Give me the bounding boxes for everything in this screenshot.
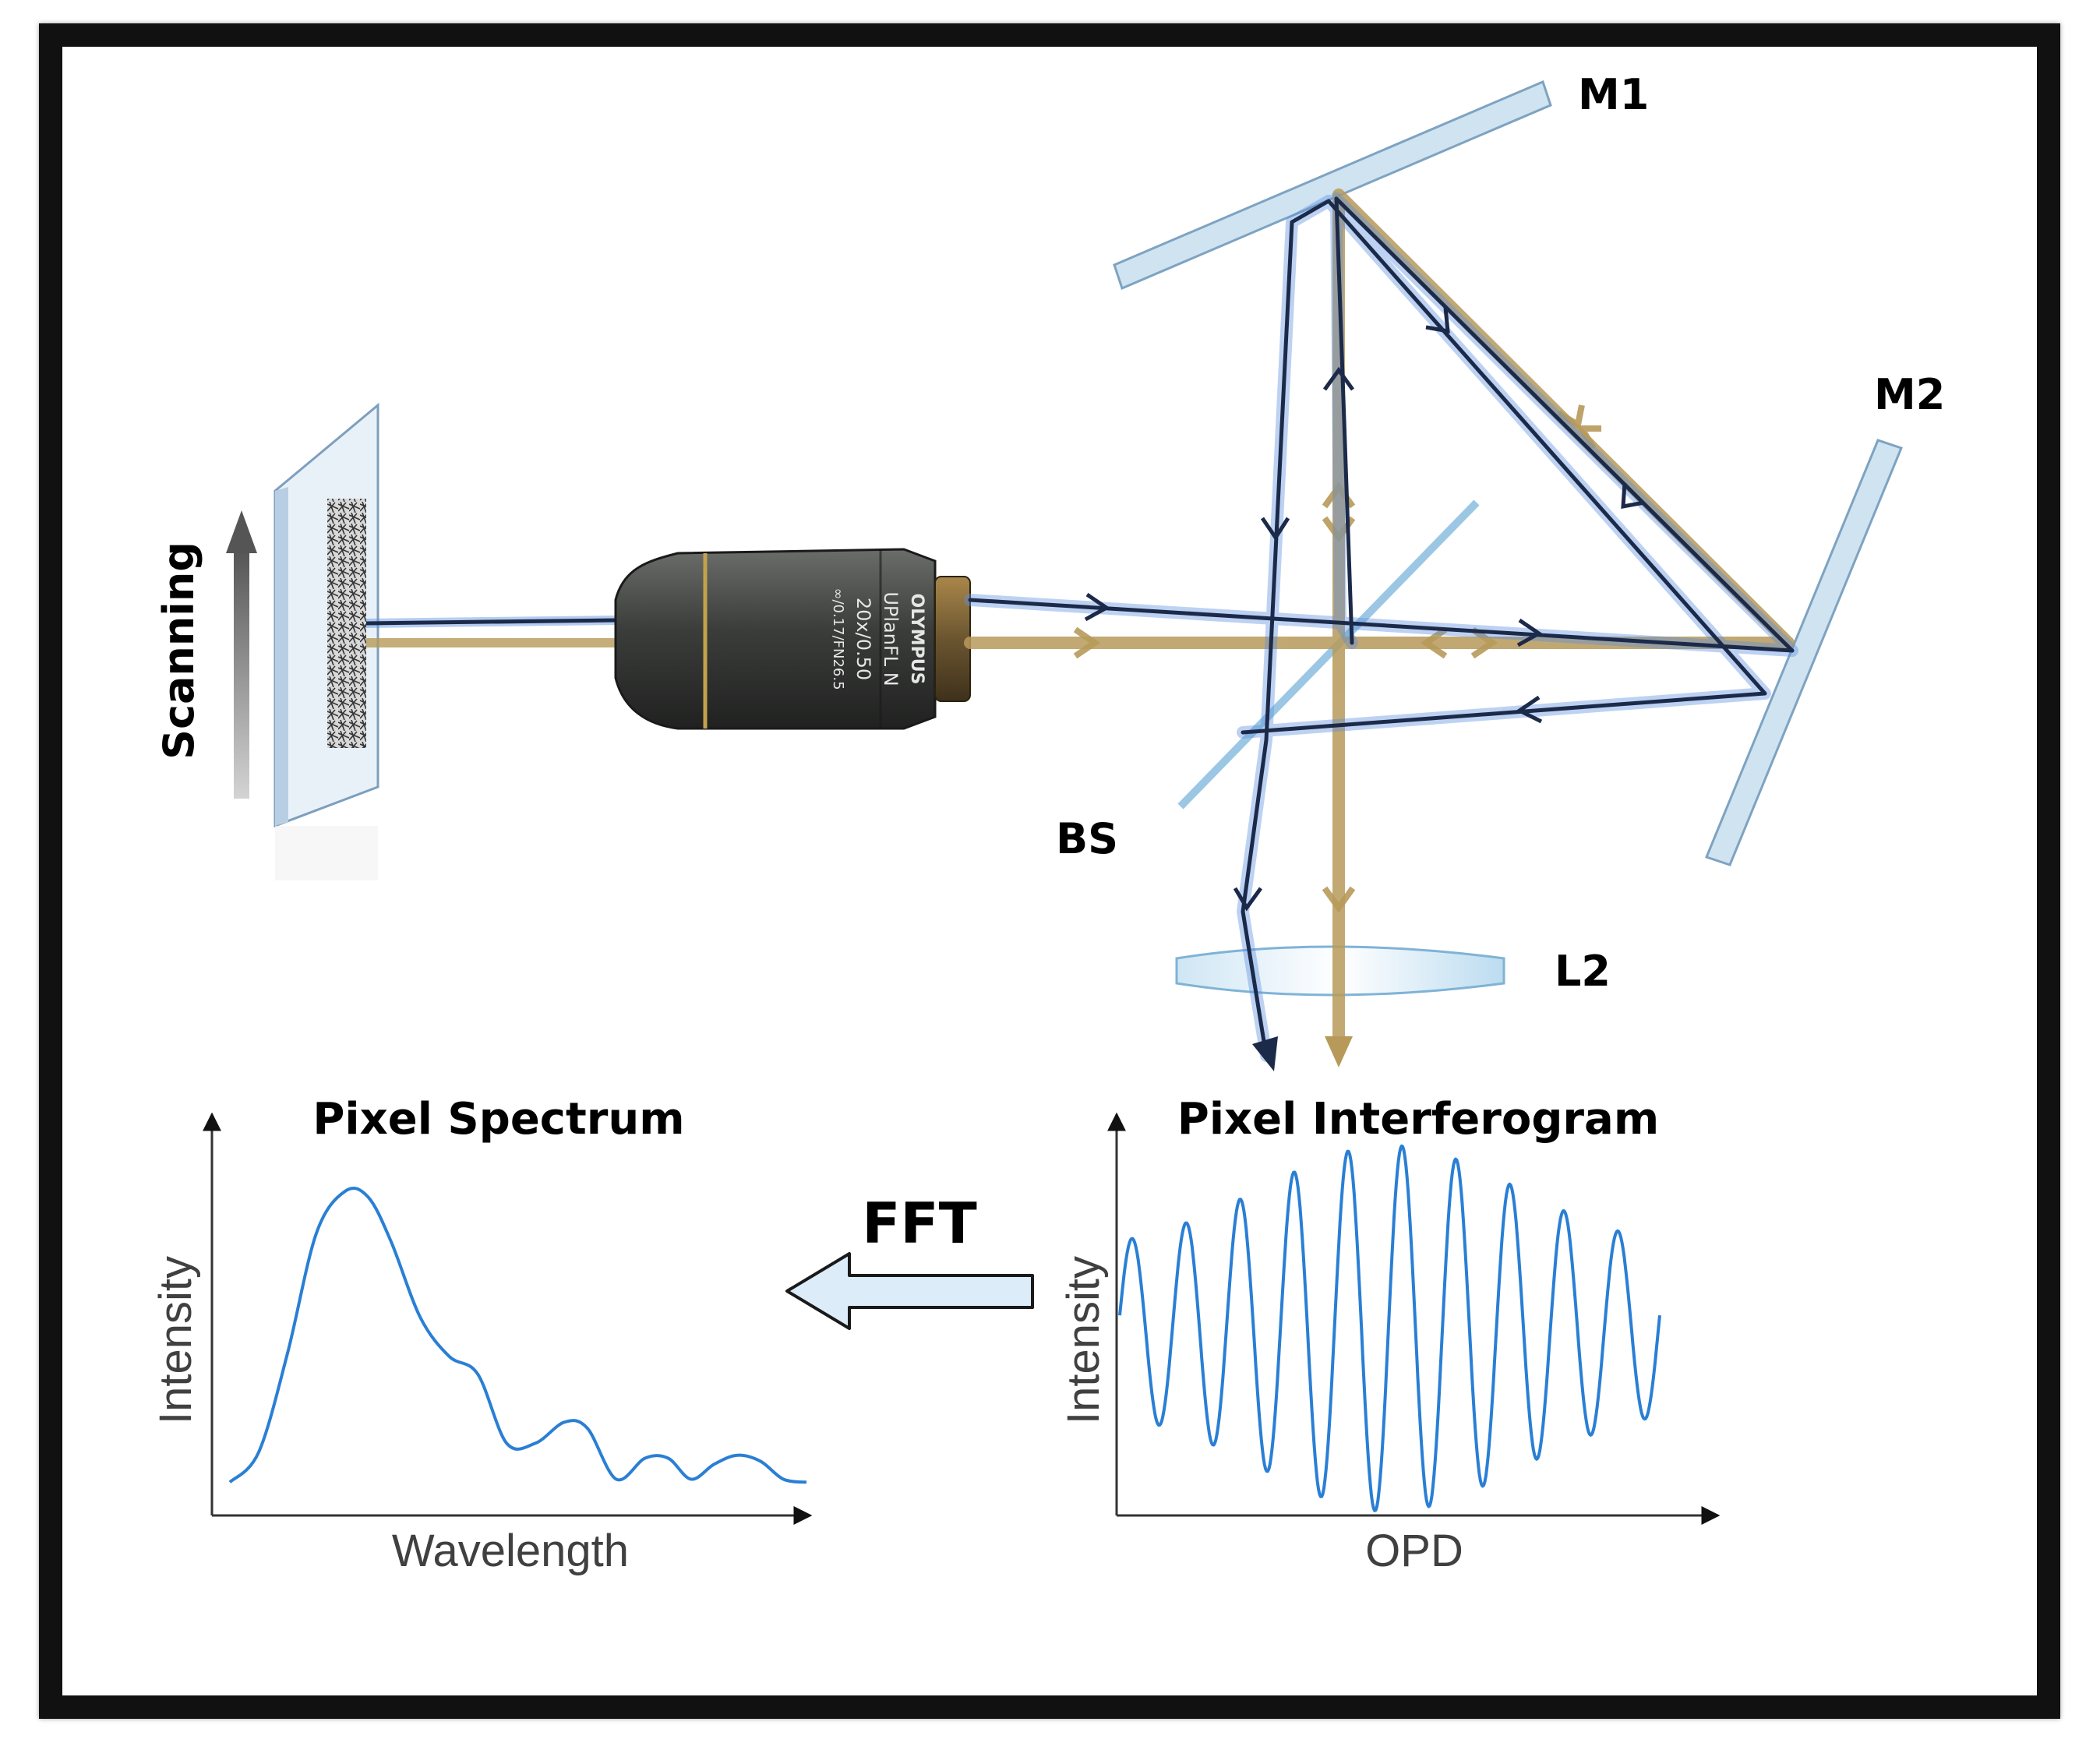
- objective-model: UPlanFL N: [880, 591, 902, 686]
- interferogram-curve: [1118, 1144, 1661, 1512]
- beamsplitter: [1177, 499, 1480, 810]
- fft-label: FFT: [862, 1191, 976, 1256]
- tissue-sample: [327, 499, 366, 748]
- blue-beam-arrows: [1084, 307, 1645, 912]
- interferogram-chart: Pixel Interferogram OPD Intensity: [1058, 1094, 1721, 1576]
- interferogram-x-label: OPD: [1365, 1526, 1463, 1576]
- interferogram-title: Pixel Interferogram: [1177, 1094, 1659, 1145]
- objective-spec: ∞/0.17/FN26.5: [830, 587, 846, 690]
- microscope-objective: OLYMPUS UPlanFL N 20x/0.50 ∞/0.17/FN26.5: [614, 548, 971, 730]
- gold-output-arrow: [1325, 1036, 1353, 1067]
- sample-slide: [274, 402, 379, 880]
- label-l2: L2: [1555, 947, 1611, 996]
- spectrum-y-label: Intensity: [150, 1256, 201, 1424]
- scanning-label: Scanning: [154, 542, 203, 760]
- label-bs: BS: [1056, 814, 1118, 863]
- gold-beam-arrows: [1073, 404, 1601, 913]
- mirror-m2: [1705, 439, 1903, 866]
- input-beams: [365, 616, 616, 647]
- label-m2: M2: [1874, 370, 1945, 419]
- label-m1: M1: [1578, 70, 1649, 119]
- mirror-m1: [1113, 79, 1552, 291]
- blue-beam-path: [968, 196, 1795, 1058]
- fft-arrow: [785, 1252, 1034, 1330]
- objective-magnification: 20x/0.50: [852, 598, 874, 680]
- scanning-arrow: [226, 510, 257, 799]
- interferogram-y-label: Intensity: [1058, 1256, 1109, 1424]
- objective-brand: OLYMPUS: [907, 594, 926, 685]
- spectrum-title: Pixel Spectrum: [312, 1094, 684, 1145]
- spectrum-chart: Pixel Spectrum Wavelength Intensity: [150, 1094, 813, 1576]
- spectrum-x-label: Wavelength: [392, 1526, 629, 1576]
- spectrum-curve: [228, 1186, 807, 1484]
- blue-output-arrow: [1252, 1036, 1278, 1071]
